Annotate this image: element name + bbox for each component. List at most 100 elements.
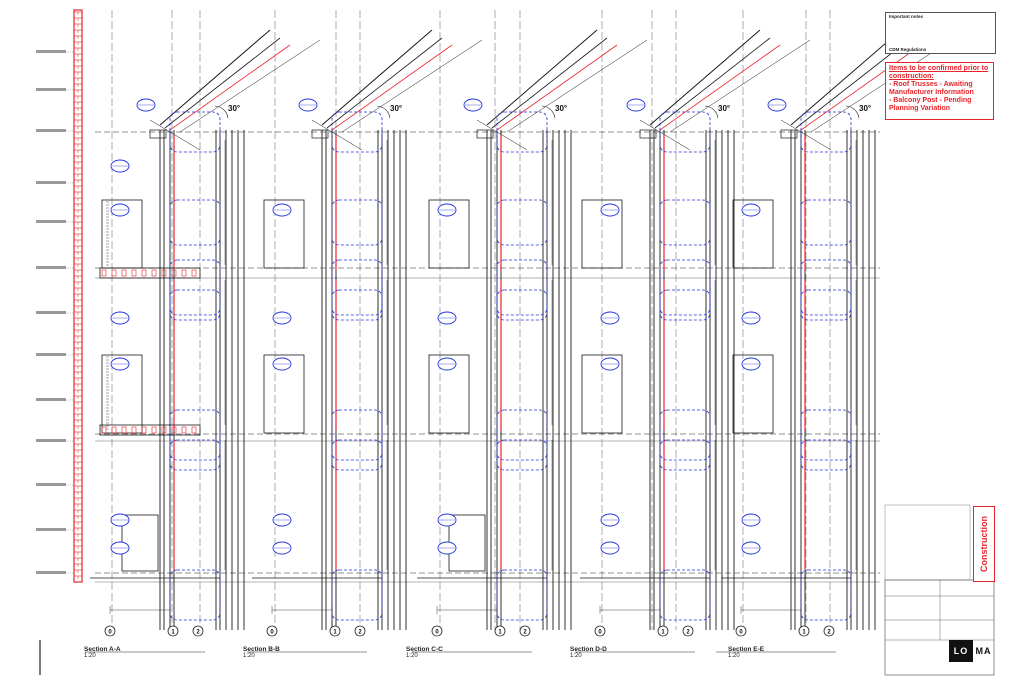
slab [99, 267, 201, 279]
grid-bubble [167, 625, 179, 637]
detail-callout [659, 259, 711, 316]
title-block [884, 504, 995, 676]
section-scale-c: 1:20 [406, 653, 418, 659]
roof-line [341, 39, 483, 133]
angle-arc [541, 105, 556, 119]
roof-line [669, 39, 811, 133]
grid-bubble [192, 625, 204, 637]
joist [181, 269, 187, 277]
detail-callout [169, 569, 221, 621]
grid-bubble-label: 2 [686, 630, 690, 636]
detail-callout [800, 199, 852, 246]
detail-callout [659, 111, 711, 153]
confirm-item: - Roof Trusses - Awaiting Manufacturer I… [889, 81, 974, 96]
notes-panel [885, 12, 996, 54]
slab [99, 424, 201, 436]
ruler-label-mark [36, 266, 66, 269]
joist [131, 269, 137, 277]
section-scale-b: 1:20 [243, 653, 255, 659]
detail-callout [800, 439, 852, 471]
detail-callout [800, 569, 852, 621]
ruler-label-mark [36, 311, 66, 314]
ruler-label-mark [36, 398, 66, 401]
joist [131, 426, 137, 434]
roof-line [179, 39, 321, 133]
angle-arc [845, 105, 860, 119]
angle-label: 30° [555, 104, 567, 113]
ruler-label-mark [36, 88, 66, 91]
detail-callout [800, 409, 852, 461]
joist [111, 269, 117, 277]
important-notes-heading: Important notes [889, 14, 924, 19]
gutter [780, 129, 798, 139]
roof-rafter [326, 37, 443, 129]
items-to-confirm-box: Items to be confirmed prior to construct… [885, 62, 994, 120]
joist [171, 426, 177, 434]
floor-level-lines [95, 10, 880, 630]
roof-line [810, 39, 952, 133]
roof-eave [476, 119, 528, 151]
ruler-label-mark [36, 439, 66, 442]
section-scale-e: 1:20 [728, 653, 740, 659]
angle-label: 30° [228, 104, 240, 113]
grid-bubble-label: 1 [661, 630, 665, 636]
grid-bubble-label: 2 [523, 630, 527, 636]
roof-eave [780, 119, 832, 151]
gutter [639, 129, 657, 139]
construction-stamp: Construction [973, 506, 995, 582]
grid-bubble-label: 2 [827, 630, 831, 636]
ruler-label-mark [36, 50, 66, 53]
grid-bubble [682, 625, 694, 637]
bay-box [428, 199, 470, 269]
grid-bubble-label: 1 [498, 630, 502, 636]
section-2: 30° 0 1 2 [412, 29, 648, 653]
section-title-d: Section D-D [570, 646, 607, 653]
detail-callout [659, 199, 711, 246]
detail-callout [331, 289, 383, 321]
detail-callout [496, 259, 548, 316]
detail-callout [331, 409, 383, 461]
grid-bubble-label: 0 [435, 630, 439, 636]
section-title-e: Section E-E [728, 646, 765, 653]
ruler-label-mark [36, 528, 66, 531]
grid-bubble [354, 625, 366, 637]
joist [181, 426, 187, 434]
angle-arc [376, 105, 391, 119]
joist [101, 426, 107, 434]
roof-rafter [159, 29, 271, 126]
detail-callout [331, 259, 383, 316]
joist [161, 269, 167, 277]
detail-callout [331, 439, 383, 471]
detail-callout [169, 259, 221, 316]
ruler-label-mark [36, 181, 66, 184]
brick-course-ruler [36, 9, 83, 583]
ruler-label-mark [36, 353, 66, 356]
detail-callout [496, 289, 548, 321]
gutter [311, 129, 329, 139]
bay-box [732, 354, 774, 434]
grid-bubble [657, 625, 669, 637]
detail-callout [800, 289, 852, 321]
detail-callout [169, 439, 221, 471]
roof-rafter [486, 29, 598, 126]
roof-membrane [496, 44, 618, 131]
roof-membrane [659, 44, 781, 131]
joist [101, 269, 107, 277]
detail-callout [331, 111, 383, 153]
bay-box [428, 354, 470, 434]
section-scale-d: 1:20 [570, 653, 582, 659]
angle-arc [214, 105, 229, 119]
angle-label: 30° [390, 104, 402, 113]
grid-bubble [798, 625, 810, 637]
grid-bubble [329, 625, 341, 637]
roof-eave [311, 119, 363, 151]
bay-box [732, 199, 774, 269]
joist [151, 269, 157, 277]
grid-bubble-label: 0 [270, 630, 274, 636]
ruler-label-mark [36, 483, 66, 486]
